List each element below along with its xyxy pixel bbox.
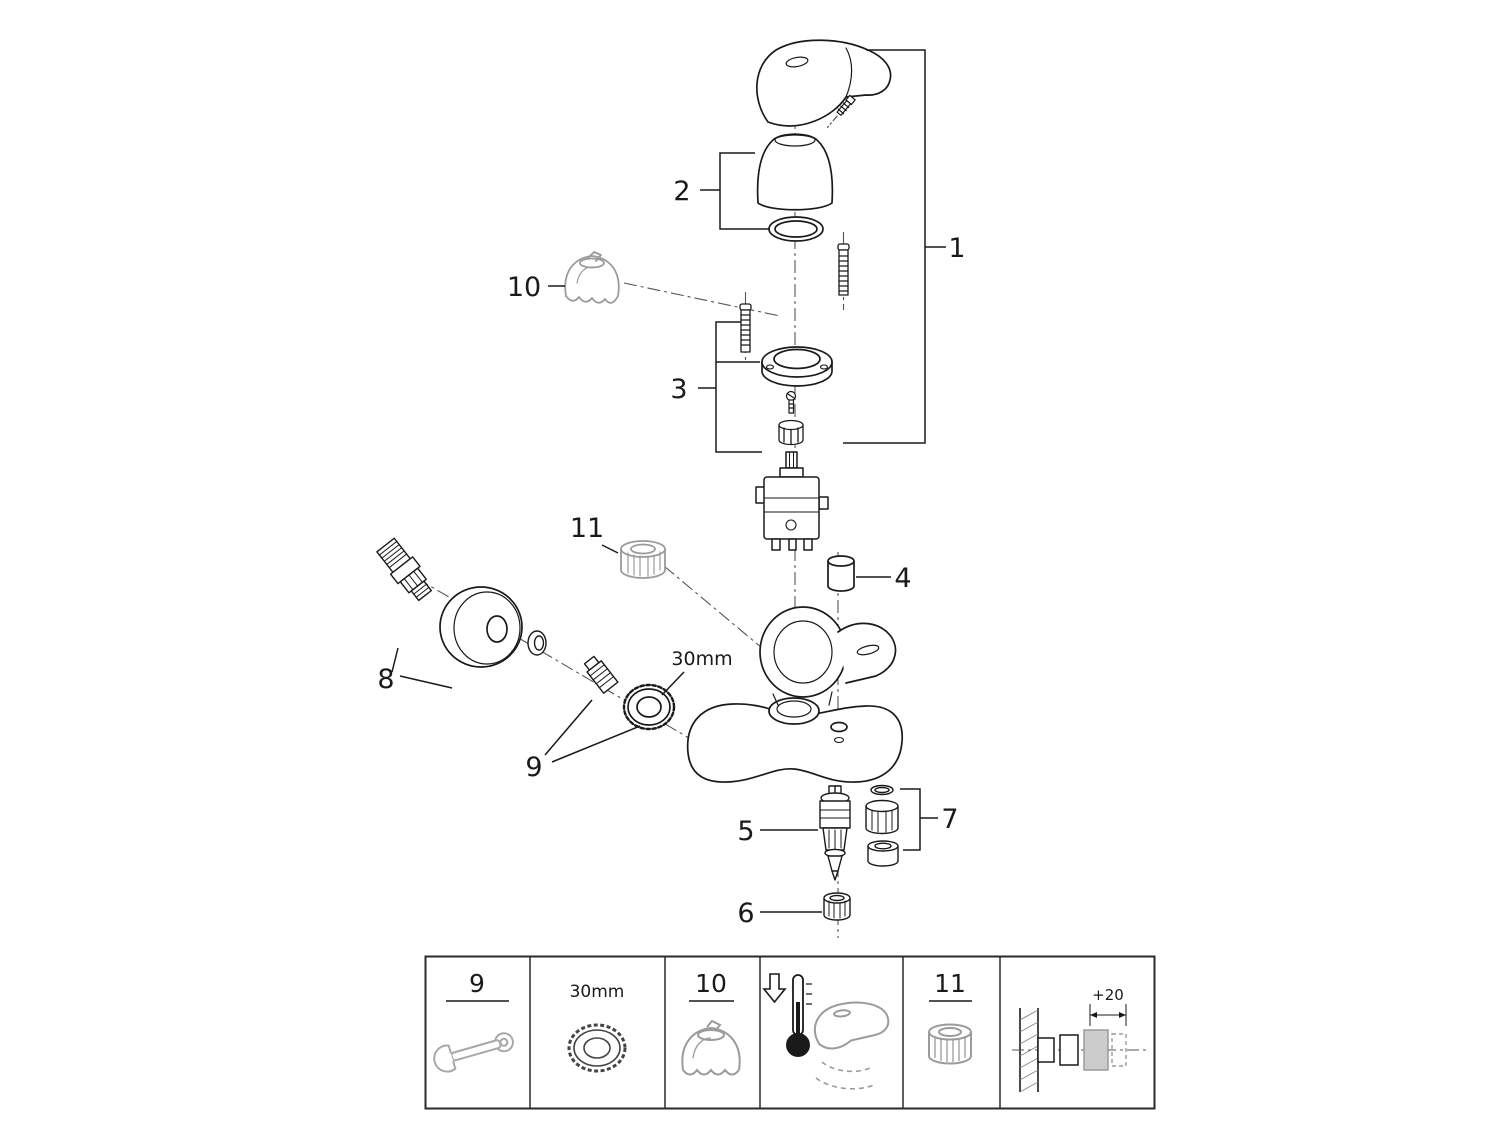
nut-icon (567, 1023, 627, 1073)
legend: 9 30mm 10 (424, 955, 1156, 1110)
callout-2: 2 (673, 176, 690, 207)
mounting-screw-right (837, 243, 850, 296)
adapter-icon (928, 1023, 972, 1065)
cartridge (755, 451, 829, 551)
lever-handle (756, 39, 892, 127)
legend-label-10: 10 (695, 969, 727, 998)
callout-brackets (391, 49, 946, 913)
callout-7: 7 (941, 804, 958, 835)
seal-ring (527, 630, 547, 656)
escutcheon (439, 586, 523, 668)
callout-8: 8 (377, 664, 394, 695)
callout-1: 1 (948, 233, 965, 264)
s-union-nipple (376, 537, 433, 602)
legend-label-11: 11 (934, 969, 966, 998)
extension-adapter (620, 540, 666, 579)
swivel-nut (778, 419, 804, 446)
faucet-body (686, 606, 903, 783)
wall-mount-icon (1012, 1004, 1148, 1093)
handle-screw (826, 94, 856, 129)
legend-border (424, 955, 1156, 1110)
callout-4: 4 (894, 563, 911, 594)
protective-cap (564, 251, 620, 304)
callout-5: 5 (737, 816, 754, 847)
thermometer-icon (786, 974, 812, 1057)
callout-10: 10 (507, 272, 541, 303)
legend-label-30mm: 30mm (570, 982, 625, 1002)
union-nut (622, 683, 676, 731)
callout-6: 6 (737, 898, 754, 929)
dome-cap (756, 133, 834, 211)
legend-cell-temperature (762, 973, 890, 1090)
legend-cell-nut: 30mm (567, 982, 627, 1073)
callout-11: 11 (570, 513, 604, 544)
handle-icon (813, 1001, 890, 1050)
callout-3: 3 (670, 374, 687, 405)
diverter-cartridge (819, 785, 851, 881)
spacer-sleeve (827, 555, 855, 592)
mounting-flange (761, 346, 833, 387)
legend-cell-wrench: 9 (433, 969, 514, 1073)
small-screw (785, 390, 797, 414)
retaining-nut (823, 892, 851, 921)
wrench-icon (433, 1032, 514, 1073)
legend-dividers (529, 956, 1001, 1109)
mounting-screw-left (739, 303, 752, 353)
spray-lines (815, 1061, 877, 1090)
legend-label-plus20: +20 (1092, 986, 1124, 1004)
legend-cell-wall-offset: +20 (1012, 986, 1148, 1093)
o-ring (768, 216, 824, 242)
legend-cell-cap: 10 (681, 969, 741, 1076)
dimension-30mm: 30mm (671, 648, 732, 670)
callout-9: 9 (525, 752, 542, 783)
callout-labels: 1 2 3 4 5 6 7 8 9 10 11 30mm (377, 176, 965, 929)
cap-icon (681, 1019, 741, 1076)
legend-cell-adapter: 11 (928, 969, 972, 1065)
threaded-plug (583, 655, 619, 694)
down-arrow-icon (762, 973, 787, 1004)
seal-kit (865, 784, 899, 867)
legend-label-9: 9 (469, 969, 485, 998)
